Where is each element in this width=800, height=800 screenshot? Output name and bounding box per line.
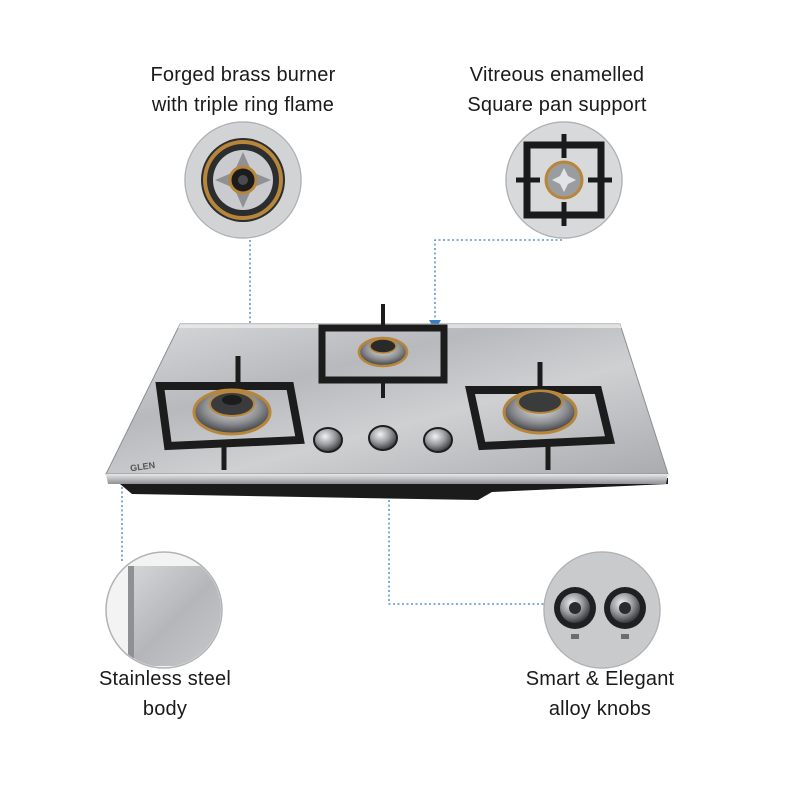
feature-label-burner: Forged brass burner with triple ring fla… [118,60,368,120]
feature-label-pan-line1: Vitreous enamelled [469,64,645,86]
feature-label-knobs-line1: Smart & Elegant [525,668,675,690]
feature-label-knobs: Smart & Elegant alloy knobs [490,664,710,724]
pan-support-icon [505,121,623,239]
callout-line-knobs [388,455,548,605]
feature-label-knobs-line2: alloy knobs [548,698,652,720]
burner-left [155,356,305,470]
steel-sheet-icon [105,551,223,669]
feature-label-steel-line1: Stainless steel [99,668,231,690]
feature-label-steel-line2: body [142,698,188,720]
knob-left [313,427,343,453]
feature-label-burner-line1: Forged brass burner [150,64,336,86]
knob-right [423,427,453,453]
feature-label-pan-support: Vitreous enamelled Square pan support [432,60,682,120]
knob-icon [543,551,661,669]
feature-label-burner-line2: with triple ring flame [151,94,335,116]
brass-burner-icon [184,121,302,239]
cooktop: GLEN [105,323,669,500]
control-knobs [313,425,453,453]
callout-line-pan [434,239,562,322]
feature-label-pan-line2: Square pan support [467,94,647,116]
burner-right [465,362,616,470]
brand-logo: GLEN [130,460,156,473]
feature-label-steel-body: Stainless steel body [70,664,260,724]
burner-back [318,304,448,398]
knob-middle [368,425,398,451]
